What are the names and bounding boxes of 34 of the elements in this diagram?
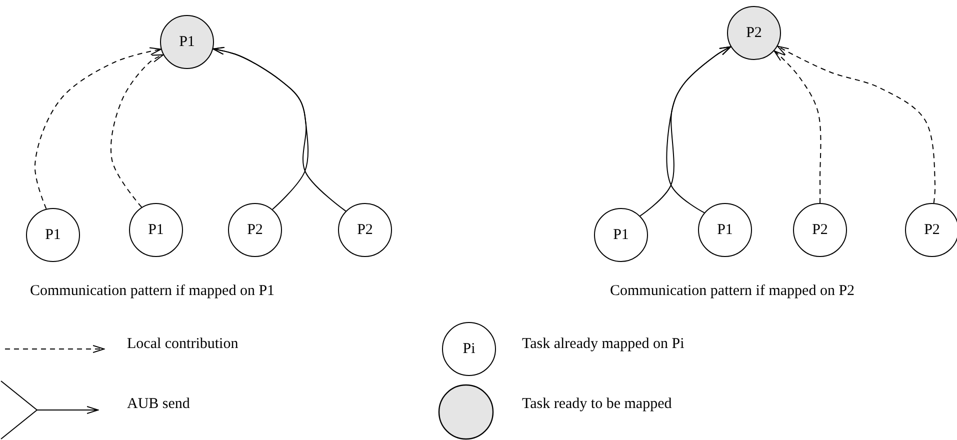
task-label: P1 (45, 226, 61, 244)
task-circle (905, 203, 957, 257)
task-circle (793, 203, 847, 257)
dashed-arrow (774, 50, 822, 204)
task-label: P1 (179, 34, 195, 50)
task-circle (228, 203, 282, 257)
task-label: P2 (357, 222, 373, 238)
task-circle (698, 203, 752, 257)
task-circle (338, 203, 392, 257)
dashed-arrow (777, 46, 936, 204)
dashed-arrow (110, 54, 164, 208)
arrow (666, 46, 732, 214)
caption: Communication pattern if mapped on P1 (30, 283, 275, 300)
task-label: P2 (812, 222, 828, 238)
task-label: P2 (746, 24, 762, 42)
legend-text: AUB send (127, 396, 190, 413)
task-label: Pi (462, 340, 476, 358)
task-circle (442, 322, 496, 376)
task-label: P1 (148, 222, 164, 238)
legend-text: Task ready to be mapped (522, 396, 672, 413)
task-label: P1 (613, 226, 629, 244)
task-circle (160, 15, 214, 69)
legend-text: Task already mapped on Pi (522, 336, 684, 353)
arrow (212, 46, 346, 212)
caption: Communication pattern if mapped on P2 (610, 283, 855, 300)
dashed-arrow (34, 47, 162, 210)
task-circle (26, 208, 80, 262)
legend-text: Local contribution (127, 336, 238, 353)
task-label: P1 (717, 222, 733, 238)
task-circle (727, 6, 781, 60)
task-label: P2 (924, 222, 940, 238)
task-circle (594, 208, 648, 262)
task-label: P2 (247, 222, 263, 238)
task-circle (129, 203, 183, 257)
